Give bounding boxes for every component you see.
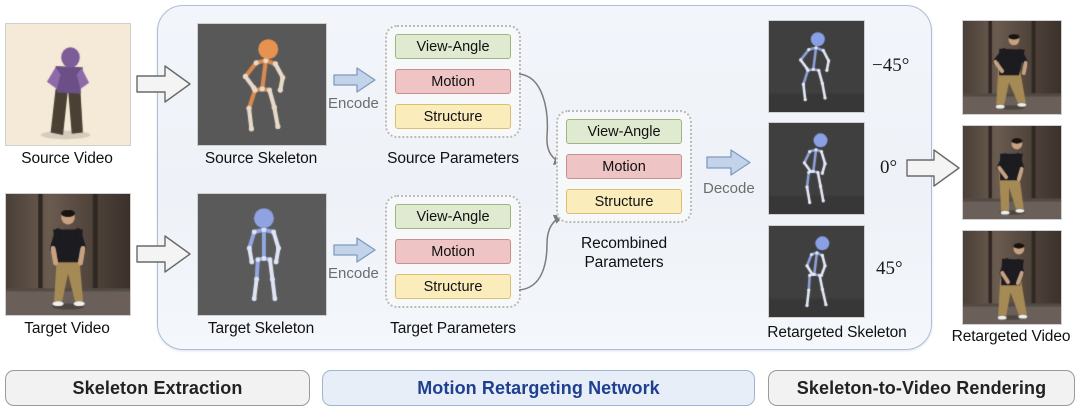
stage-bar-skeleton-to-video-rendering-label: Skeleton-to-Video Rendering bbox=[796, 377, 1047, 398]
source-param-structure[interactable]: Structure bbox=[395, 104, 511, 129]
target-param-structure[interactable]: Structure bbox=[395, 274, 511, 299]
retargeted-skeleton-thumbnail-minus45[interactable] bbox=[768, 20, 865, 113]
source-video-caption: Source Video bbox=[21, 150, 113, 167]
encode-label-source: Encode bbox=[328, 95, 379, 112]
stage-bar-motion-retargeting-network[interactable]: Motion Retargeting Network bbox=[322, 370, 755, 406]
connector-source-motion-to-recombined bbox=[518, 73, 565, 166]
connector-target-structure-to-recombined bbox=[518, 214, 565, 291]
target-skeleton-caption: Target Skeleton bbox=[207, 320, 315, 337]
source-param-view-angle[interactable]: View-Angle bbox=[395, 34, 511, 59]
target-param-motion[interactable]: Motion bbox=[395, 239, 511, 264]
target-param-view-angle[interactable]: View-Angle bbox=[395, 204, 511, 229]
target-parameters-group: View-Angle Motion Structure bbox=[385, 195, 521, 308]
encode-label-target: Encode bbox=[328, 265, 379, 282]
retargeted-video-thumbnail-1[interactable] bbox=[962, 20, 1062, 115]
stage-bar-motion-retargeting-network-label: Motion Retargeting Network bbox=[417, 377, 660, 398]
retargeted-video-caption: Retargeted Video bbox=[951, 328, 1071, 345]
stage-bar-skeleton-to-video-rendering[interactable]: Skeleton-to-Video Rendering bbox=[768, 370, 1075, 406]
recombined-caption-line1: Recombined bbox=[580, 235, 668, 252]
retargeted-video-thumbnail-3[interactable] bbox=[962, 230, 1062, 325]
retargeted-skeleton-caption: Retargeted Skeleton bbox=[767, 324, 907, 341]
encode-arrow-source-icon bbox=[333, 67, 376, 93]
retargeted-angle-45: 45° bbox=[876, 258, 903, 279]
recombined-param-structure[interactable]: Structure bbox=[566, 189, 682, 214]
retargeted-video-thumbnail-2[interactable] bbox=[962, 125, 1062, 220]
source-param-motion[interactable]: Motion bbox=[395, 69, 511, 94]
retargeted-angle-0: 0° bbox=[880, 157, 898, 178]
target-skeleton-thumbnail[interactable] bbox=[197, 193, 327, 316]
retargeted-skeleton-thumbnail-45[interactable] bbox=[768, 225, 865, 318]
recombined-caption-line2: Parameters bbox=[584, 254, 664, 271]
recombined-parameters-group: View-Angle Motion Structure bbox=[556, 110, 692, 223]
arrow-target-video-to-skeleton bbox=[136, 235, 191, 273]
target-parameters-caption: Target Parameters bbox=[390, 320, 516, 337]
recombined-param-view-angle[interactable]: View-Angle bbox=[566, 119, 682, 144]
retargeted-angle-minus45: −45° bbox=[872, 55, 910, 76]
recombined-param-motion[interactable]: Motion bbox=[566, 154, 682, 179]
stage-bar-skeleton-extraction-label: Skeleton Extraction bbox=[72, 377, 243, 398]
arrow-skeleton-to-video bbox=[906, 149, 960, 187]
encode-arrow-target-icon bbox=[333, 237, 376, 263]
target-video-thumbnail[interactable] bbox=[5, 193, 131, 316]
stage-bar-skeleton-extraction[interactable]: Skeleton Extraction bbox=[5, 370, 310, 406]
source-video-thumbnail[interactable] bbox=[5, 23, 131, 146]
source-parameters-caption: Source Parameters bbox=[387, 150, 519, 167]
source-skeleton-caption: Source Skeleton bbox=[204, 150, 318, 167]
source-skeleton-thumbnail[interactable] bbox=[197, 23, 327, 146]
arrow-source-video-to-skeleton bbox=[136, 65, 191, 103]
recombined-parameters-caption: Recombined Parameters bbox=[556, 234, 692, 272]
decode-label: Decode bbox=[703, 180, 755, 197]
retargeted-skeleton-thumbnail-0[interactable] bbox=[768, 122, 865, 215]
source-parameters-group: View-Angle Motion Structure bbox=[385, 25, 521, 138]
decode-arrow-icon bbox=[706, 149, 751, 176]
target-video-caption: Target Video bbox=[24, 320, 110, 337]
